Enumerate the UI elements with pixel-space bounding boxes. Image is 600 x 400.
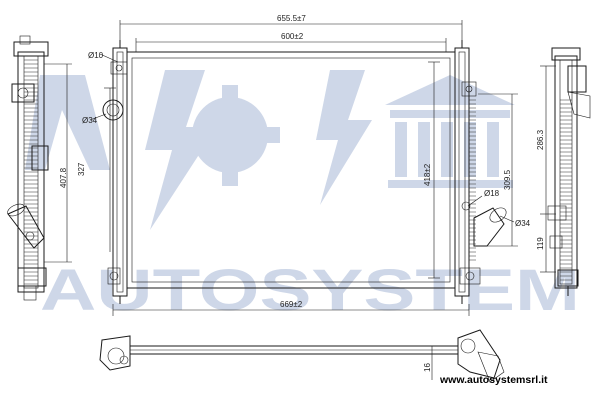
bolt-icon: [316, 70, 372, 205]
bottom-depth-label: 16: [423, 363, 432, 372]
core-height-label: 418±2: [423, 163, 432, 186]
side-lower-height-label: 119: [536, 237, 545, 250]
radiator-bottom-view: [99, 329, 505, 383]
left-inner-height-label: 327: [77, 162, 86, 176]
side-total-height-label: 286.3: [536, 129, 545, 150]
dimension-labels: 655.5±7 600±2 669±2 418±2 407.8 327 309.…: [59, 14, 545, 372]
radiator-left-side-view: [7, 35, 49, 301]
radiator-front-view: [102, 40, 507, 304]
bolt-icon: [145, 70, 215, 230]
bottom-width-label: 669±2: [280, 300, 303, 309]
left-outer-height-label: 407.8: [59, 167, 68, 188]
right-lower-pipe: [461, 201, 507, 247]
core-width-label: 600±2: [281, 32, 304, 41]
gear-icon: [180, 85, 280, 186]
pipe-dia-18-label: Ø18: [484, 189, 500, 198]
pipe-dia-10-label: Ø10: [88, 51, 104, 60]
radiator-right-side-view: [547, 47, 591, 296]
overall-width-label: 655.5±7: [277, 14, 306, 23]
website-link[interactable]: www.autosystemsrl.it: [439, 374, 548, 386]
dimension-lines: [44, 20, 556, 380]
right-upper-height-label: 309.5: [503, 169, 512, 190]
left-upper-pipe: [102, 99, 124, 121]
left-side-lower-pipe: [7, 203, 45, 249]
pipe-dia-34-left-label: Ø34: [82, 116, 98, 125]
watermark-logo: AUTOSYSTEM: [25, 70, 580, 323]
watermark-text: AUTOSYSTEM: [40, 258, 580, 323]
pipe-dia-34-right-label: Ø34: [515, 219, 531, 228]
